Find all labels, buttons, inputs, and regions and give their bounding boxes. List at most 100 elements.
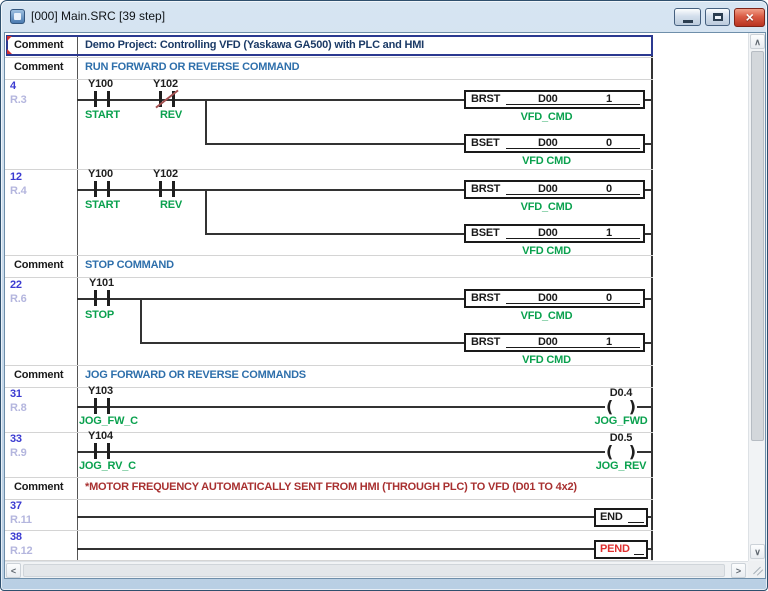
contact-address[interactable]: Y100 [88, 78, 113, 90]
comment-text-stop[interactable]: STOP COMMAND [85, 259, 174, 271]
pend-instruction-box[interactable]: PEND [594, 540, 648, 559]
wire [77, 548, 594, 550]
instruction-mnemonic: BSET [471, 227, 500, 239]
vertical-scrollbar[interactable]: ∧ ∨ [748, 33, 765, 561]
comment-text-demo-project[interactable]: Demo Project: Controlling VFD (Yaskawa G… [85, 39, 425, 51]
chevron-down-icon: ∨ [754, 547, 761, 557]
contact-symbol: START [85, 199, 120, 211]
operand-symbol: VFD CMD [522, 155, 571, 167]
rung-step-number[interactable]: 31 [10, 388, 22, 400]
output-coil[interactable]: ( ) [605, 398, 637, 416]
contact-bar [107, 398, 110, 414]
operand-underline [506, 347, 640, 348]
comment-row-label[interactable]: Comment [14, 39, 64, 51]
chevron-up-icon: ∧ [754, 37, 761, 47]
scroll-right-button[interactable]: > [731, 563, 746, 578]
rung-step-number[interactable]: 33 [10, 433, 22, 445]
instruction-operand: D00 [538, 93, 558, 105]
rung-step-number[interactable]: 4 [10, 80, 16, 92]
contact-bar [94, 181, 97, 197]
comment-row-label[interactable]: Comment [14, 61, 64, 73]
comment-text-jog[interactable]: JOG FORWARD OR REVERSE COMMANDS [85, 369, 306, 381]
rung-step-number[interactable]: 38 [10, 531, 22, 543]
wire [77, 516, 594, 518]
rung-step-number[interactable]: 22 [10, 279, 22, 291]
instruction-bit: 1 [606, 227, 613, 239]
rung-step-number[interactable]: 37 [10, 500, 22, 512]
row-separator [5, 560, 653, 561]
resize-grip[interactable] [748, 561, 765, 578]
contact-bar [94, 290, 97, 306]
row-separator [5, 79, 653, 80]
contact-bar [107, 91, 110, 107]
contact-symbol: START [85, 109, 120, 121]
instruction-bit: 0 [606, 292, 613, 304]
coil-address[interactable]: D0.4 [609, 387, 633, 399]
operand-underline [628, 522, 644, 523]
rung-step-number[interactable]: 12 [10, 171, 22, 183]
contact-address[interactable]: Y101 [89, 277, 114, 289]
contact-bar [172, 181, 175, 197]
contact-address[interactable]: Y102 [153, 78, 178, 90]
row-separator [5, 255, 653, 256]
output-instruction-box[interactable]: BSET D00 1 [464, 224, 645, 243]
instruction-bit: 0 [606, 137, 613, 149]
rung-reference: R.8 [10, 402, 27, 414]
horizontal-scroll-thumb[interactable] [23, 564, 725, 577]
instruction-bit: 1 [606, 336, 613, 348]
maximize-button[interactable] [705, 8, 730, 26]
scroll-down-button[interactable]: ∨ [750, 544, 765, 559]
output-instruction-box[interactable]: BRST D00 1 [464, 333, 645, 352]
wire [645, 143, 653, 145]
contact-address[interactable]: Y100 [88, 168, 113, 180]
output-instruction-box[interactable]: BRST D00 0 [464, 180, 645, 199]
contact-address[interactable]: Y103 [88, 385, 113, 397]
horizontal-scrollbar[interactable]: < > [5, 561, 748, 578]
contact-symbol: STOP [85, 309, 114, 321]
instruction-mnemonic: BRST [471, 93, 501, 105]
output-instruction-box[interactable]: BRST D00 0 [464, 289, 645, 308]
comment-row-label[interactable]: Comment [14, 369, 64, 381]
minimize-button[interactable] [674, 8, 701, 26]
selected-row-outline [6, 35, 653, 56]
contact-symbol: JOG_RV_C [79, 460, 136, 472]
instruction-mnemonic: BSET [471, 137, 500, 149]
ladder-client: Comment Demo Project: Controlling VFD (Y… [4, 32, 766, 579]
window-title: [000] Main.SRC [39 step] [31, 9, 166, 23]
output-coil[interactable]: ( ) [605, 443, 637, 461]
wire [648, 548, 653, 550]
scroll-up-button[interactable]: ∧ [750, 34, 765, 49]
output-instruction-box[interactable]: BRST D00 1 [464, 90, 645, 109]
rung-reference: R.6 [10, 293, 27, 305]
scroll-left-button[interactable]: < [6, 563, 21, 578]
instruction-mnemonic: END [600, 511, 623, 523]
instruction-bit: 0 [606, 183, 613, 195]
close-button[interactable]: × [734, 8, 765, 27]
comment-row-label[interactable]: Comment [14, 481, 64, 493]
ladder-view[interactable]: Comment Demo Project: Controlling VFD (Y… [5, 33, 748, 561]
rung-reference: R.12 [10, 545, 33, 557]
end-instruction-box[interactable]: END [594, 508, 648, 527]
close-icon: × [745, 9, 754, 25]
contact-symbol: REV [160, 109, 183, 121]
output-instruction-box[interactable]: BSET D00 0 [464, 134, 645, 153]
operand-underline [634, 554, 644, 555]
comment-text-run[interactable]: RUN FORWARD OR REVERSE COMMAND [85, 61, 300, 73]
minimize-icon [683, 20, 693, 23]
rung-reference: R.9 [10, 447, 27, 459]
chevron-left-icon: < [10, 566, 17, 576]
coil-symbol: JOG_FWD [594, 415, 648, 427]
comment-text-motor[interactable]: *MOTOR FREQUENCY AUTOMATICALLY SENT FROM… [85, 481, 577, 493]
wire [645, 189, 653, 191]
titlebar[interactable]: [000] Main.SRC [39 step] × [1, 1, 767, 32]
operand-symbol: VFD CMD [522, 354, 571, 366]
contact-address[interactable]: Y104 [88, 430, 113, 442]
vertical-scroll-thumb[interactable] [751, 51, 764, 441]
contact-address[interactable]: Y102 [153, 168, 178, 180]
row-separator [5, 499, 653, 500]
instruction-mnemonic: BRST [471, 336, 501, 348]
coil-address[interactable]: D0.5 [609, 432, 633, 444]
rung-reference: R.11 [10, 514, 32, 526]
comment-row-label[interactable]: Comment [14, 259, 64, 271]
